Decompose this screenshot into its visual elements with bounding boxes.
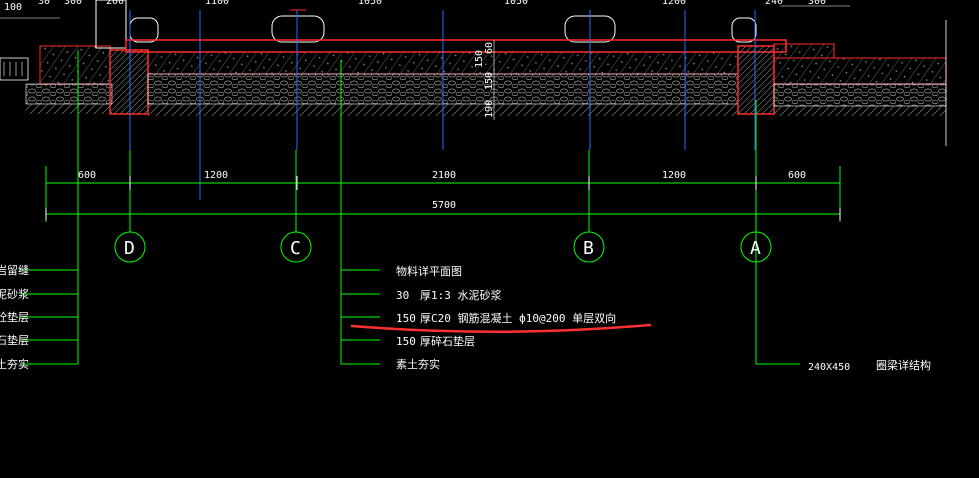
left-wall-column (109, 49, 149, 115)
main-callout-line-5: 素土夯实 (396, 357, 440, 371)
dim-seg-1: 600 (78, 170, 96, 181)
axis-label-b: B (583, 238, 594, 259)
dim-seg-5: 600 (788, 170, 806, 181)
dim-seg-2: 1200 (204, 170, 228, 181)
left-callout-line-1: 岩留缝 (0, 263, 29, 277)
main-callout-line-3-thickness: 150 (396, 312, 416, 325)
slab-section: 100 30 300 200 1100 1050 1050 1200 240 3… (0, 0, 947, 146)
main-callout: 物料详平面图 30 厚1:3 水泥砂浆 150 厚C20 钢筋混凝土 ф10@2… (396, 264, 616, 371)
dimension-row-2: 5700 (45, 200, 841, 220)
top-dim-a: 30 (38, 0, 50, 7)
dim-seg-3: 2100 (432, 170, 456, 181)
dim-seg-4: 1200 (662, 170, 686, 181)
markup-underline (350, 323, 652, 333)
top-dim-e: 1050 (358, 0, 382, 7)
top-dim-d: 1100 (205, 0, 229, 7)
axis-label-d: D (124, 238, 135, 259)
main-callout-line-2-thickness: 30 (396, 289, 409, 302)
top-dim-g: 1200 (662, 0, 686, 7)
left-callout-line-3: 砼垫层 (0, 310, 29, 324)
dim-total: 5700 (432, 200, 456, 211)
beam-callout: 240X450 圈梁详结构 (808, 358, 931, 373)
leader-lines (20, 50, 800, 365)
main-callout-line-4: 厚碎石垫层 (420, 334, 475, 348)
left-callout-line-4: 石垫层 (0, 333, 29, 347)
main-slab (125, 39, 787, 116)
top-dim-c: 200 (106, 0, 124, 7)
left-step-detail (0, 0, 127, 114)
section-dim-60: 60 (484, 42, 495, 54)
right-ledge (773, 20, 947, 146)
top-dim-b: 300 (64, 0, 82, 7)
top-dim-f: 1050 (504, 0, 528, 7)
main-callout-line-2: 厚1:3 水泥砂浆 (420, 288, 502, 302)
main-callout-line-4-thickness: 150 (396, 335, 416, 348)
axis-lines (129, 10, 756, 200)
axis-label-c: C (290, 238, 301, 259)
beam-size: 240X450 (808, 362, 850, 373)
section-dim-190: 190 (484, 100, 495, 118)
top-dim-i: 300 (808, 0, 826, 7)
left-callout: 岩留缝 泥砂浆 砼垫层 石垫层 土夯实 (0, 263, 29, 371)
left-callout-line-2: 泥砂浆 (0, 287, 29, 301)
axis-bubble-c: C (280, 231, 312, 263)
top-dim-h: 240 (765, 0, 783, 7)
planter-pot-4 (731, 17, 757, 43)
section-vertical-dims: 60 150 150 190 (474, 40, 495, 120)
main-callout-line-3: 厚C20 钢筋混凝土 ф10@200 单层双向 (420, 311, 616, 325)
beam-note: 圈梁详结构 (876, 358, 931, 372)
section-dim-150-a: 150 (474, 50, 485, 68)
left-callout-line-5: 土夯实 (0, 357, 29, 371)
axis-label-a: A (750, 238, 761, 259)
section-dim-150-b: 150 (484, 72, 495, 90)
planter-pot-1 (129, 17, 159, 43)
axis-bubble-a: A (740, 231, 772, 263)
axis-bubble-b: B (573, 231, 605, 263)
main-callout-line-1: 物料详平面图 (396, 264, 462, 278)
axis-bubble-d: D (114, 231, 146, 263)
planter-pot-2 (271, 9, 325, 43)
top-dim-corner: 100 (4, 2, 22, 13)
